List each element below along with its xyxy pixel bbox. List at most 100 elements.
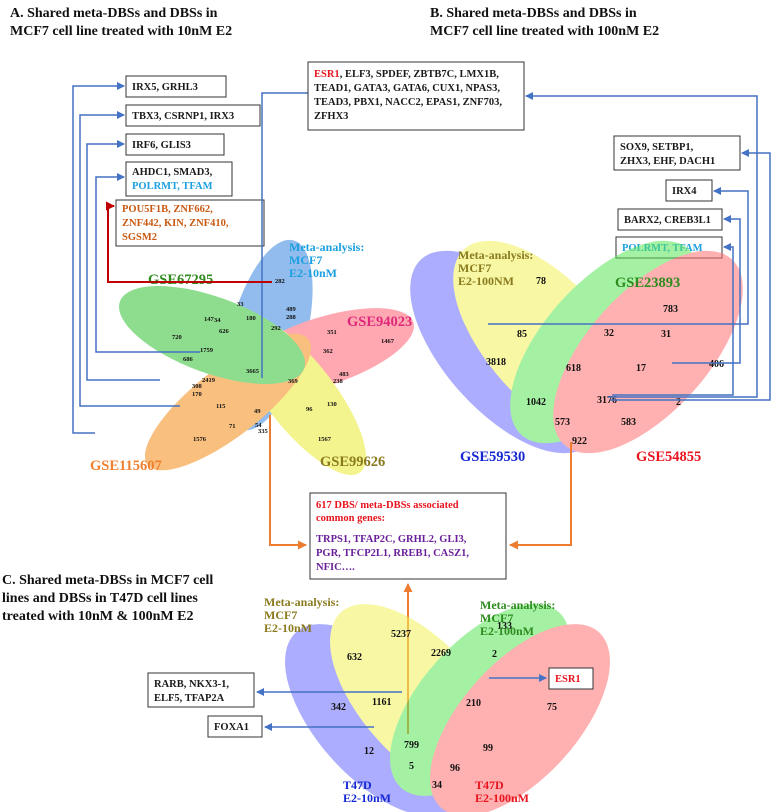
common-genes-line4: PGR, TFCP2L1, RREB1, CASZ1, xyxy=(316,548,469,559)
panel-c-arrows xyxy=(256,674,547,731)
gene-esr1-red: ESR1 xyxy=(314,69,340,80)
venn-a-number: 626 xyxy=(219,328,230,335)
meta-b-line2: MCF7 xyxy=(458,261,491,275)
gene-box-pou5f1b-line3: SGSM2 xyxy=(122,232,157,243)
meta-c100-line2: MCF7 xyxy=(480,611,513,625)
venn-a-number: 1576 xyxy=(193,436,207,443)
venn-a-number: 351 xyxy=(327,329,337,336)
venn-a-number: 3665 xyxy=(246,368,260,375)
gene-box-sox9-line2: ZHX3, EHF, DACH1 xyxy=(620,156,715,167)
venn-c-number: 12 xyxy=(364,746,374,757)
venn-b-number: 32 xyxy=(604,328,614,339)
venn-a-number: 489 xyxy=(286,306,297,313)
common-genes-line1: 617 DBS/ meta-DBSs associated xyxy=(316,500,459,511)
meta-b-line3: E2-100NM xyxy=(458,274,514,288)
meta-c100-line1: Meta-analysis: xyxy=(480,598,555,612)
meta-c10-line1: Meta-analysis: xyxy=(264,595,339,609)
venn-b-number: 406 xyxy=(709,359,724,370)
meta-c100-line3: E2-100nM xyxy=(480,624,534,638)
venn-a-number: 686 xyxy=(183,356,194,363)
gene-box-rarb-line2: ELF5, TFAP2A xyxy=(154,693,225,704)
venn-a-number: 483 xyxy=(339,371,350,378)
gene-box-rarb xyxy=(147,672,255,708)
arrow-a-to-center xyxy=(269,415,307,550)
gene-box-esr1-group-line4: ZFHX3 xyxy=(314,111,348,122)
arrow-irf6 xyxy=(86,140,160,381)
venn-b xyxy=(410,240,743,454)
venn-a-number: 282 xyxy=(275,278,285,285)
gene-box-irx4-text: IRX4 xyxy=(672,186,697,197)
venn-a-number: 1759 xyxy=(200,347,214,354)
arrow-irx4 xyxy=(488,187,749,325)
meta-a-line1: Meta-analysis: xyxy=(289,240,364,254)
panel-c-title-line3: treated with 10nM & 100nM E2 xyxy=(2,609,193,624)
gene-box-pou5f1b xyxy=(115,199,265,247)
venn-b-number: 2 xyxy=(676,397,681,408)
venn-b-number: 583 xyxy=(621,417,636,428)
arrow-tbx3 xyxy=(79,111,180,407)
venn-c-number: 75 xyxy=(547,702,557,713)
venn-a-number: 288 xyxy=(286,314,297,321)
venn-c-number: 5 xyxy=(409,761,414,772)
venn-b-number: 3818 xyxy=(486,357,506,368)
gene-box-irx5 xyxy=(125,75,227,98)
venn-a-number: 1567 xyxy=(318,436,332,443)
arrow-polrmt xyxy=(612,243,734,396)
venn-a xyxy=(118,239,414,476)
t47d-100-line2: E2-100nM xyxy=(475,791,529,805)
venn-a-ellipse-gse67295 xyxy=(118,286,306,384)
venn-a-number: 720 xyxy=(172,334,182,341)
venn-a-number: 96 xyxy=(306,406,313,413)
arrow-irx5 xyxy=(72,82,125,434)
meta-a-line3: E2-10nM xyxy=(289,266,337,280)
panel-a-arrows xyxy=(72,82,354,434)
gene-box-pou5f1b-line1: POU5F1B, ZNF662, xyxy=(122,204,213,215)
venn-a-number: 170 xyxy=(192,391,202,398)
gene-box-pou5f1b-line2: ZNF442, KIN, ZNF410, xyxy=(122,218,229,229)
gene-box-esr1-group-line1-rest: , ELF3, SPDEF, ZBTB7C, LMX1B, xyxy=(340,69,500,80)
t47d-10-line1: T47D xyxy=(343,778,372,792)
venn-a-number: 1467 xyxy=(381,338,395,345)
venn-a-number: 308 xyxy=(192,383,203,390)
venn-a-number: 369 xyxy=(288,378,299,385)
label-gse99626: GSE99626 xyxy=(320,454,385,470)
panel-c-title-line1: C. Shared meta-DBSs in MCF7 cell xyxy=(2,573,213,588)
gene-box-irx5-text: IRX5, GRHL3 xyxy=(132,82,198,93)
venn-a-number: 147 xyxy=(204,316,215,323)
gene-box-barx2-text: BARX2, CREB3L1 xyxy=(624,215,711,226)
meta-b-line1: Meta-analysis: xyxy=(458,248,533,262)
meta-c10-line3: E2-10nM xyxy=(264,621,312,635)
arrow-barx2 xyxy=(672,215,741,364)
gene-box-barx2 xyxy=(617,208,723,231)
gene-box-esr1-group-line1: ESR1, ELF3, SPDEF, ZBTB7C, LMX1B, xyxy=(314,69,499,80)
gene-box-ahdc1 xyxy=(125,161,233,197)
venn-a-number: 292 xyxy=(271,325,281,332)
common-genes-line5: NFIC…. xyxy=(316,562,355,573)
venn-b-number: 31 xyxy=(661,329,671,340)
venn-b-ellipse-gse54855 xyxy=(553,250,743,454)
meta-c10-line2: MCF7 xyxy=(264,608,297,622)
venn-a-number: 335 xyxy=(258,428,269,435)
gene-box-rarb-line1: RARB, NKX3-1, xyxy=(154,679,229,690)
panel-b-arrows xyxy=(488,92,771,401)
venn-a-number: 238 xyxy=(333,378,344,385)
venn-a-number: 33 xyxy=(237,301,244,308)
venn-a-numbers: 282 33 489 288 351 1467 147 34 626 180 2… xyxy=(172,278,395,443)
venn-c-numbers: 5237 133 632 2269 2 342 1161 210 75 12 7… xyxy=(331,621,557,791)
t47d-10-line2: E2-10nM xyxy=(343,791,391,805)
venn-c-number: 5237 xyxy=(391,629,411,640)
arrow-sox9 xyxy=(610,149,771,401)
arrow-esr1-group xyxy=(525,92,758,398)
venn-b-number: 783 xyxy=(663,304,678,315)
venn-b-number: 573 xyxy=(555,417,570,428)
common-genes-box xyxy=(309,492,507,580)
venn-a-number: 49 xyxy=(254,408,261,415)
venn-c-number: 1161 xyxy=(372,697,391,708)
venn-c-number: 2269 xyxy=(431,648,451,659)
t47d-100-line1: T47D xyxy=(475,778,504,792)
venn-a-number: 115 xyxy=(216,403,226,410)
venn-b-numbers: 78 783 85 32 31 3818 618 17 406 1042 317… xyxy=(486,276,724,447)
label-gse115607: GSE115607 xyxy=(90,458,162,474)
label-gse94023: GSE94023 xyxy=(347,314,412,330)
